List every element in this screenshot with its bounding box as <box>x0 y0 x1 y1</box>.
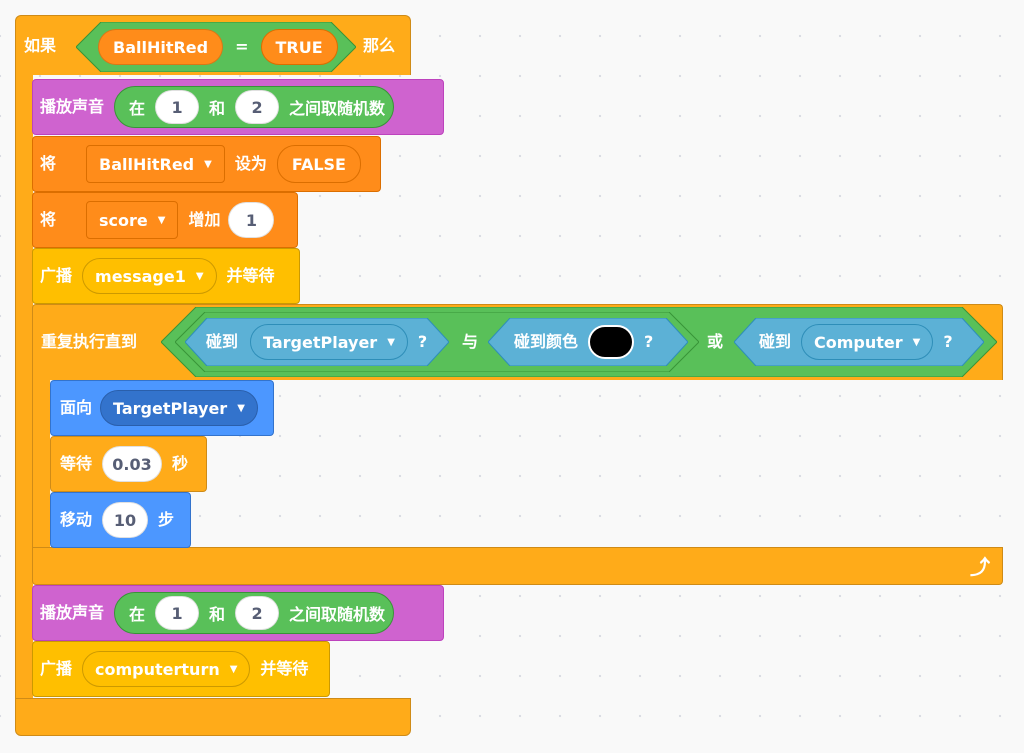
chevron-down-icon: ▼ <box>204 158 212 170</box>
touching-target-label-1: TargetPlayer <box>263 332 378 352</box>
if-block-arm <box>15 74 33 700</box>
set-to-label: 设为 <box>234 154 267 173</box>
chevron-down-icon: ▼ <box>229 663 238 675</box>
random-from-input-1[interactable]: 1 <box>155 90 200 124</box>
touching-target-dropdown-1[interactable]: TargetPlayer ▼ <box>250 324 408 360</box>
change-variable-label: 将 <box>40 210 57 229</box>
question-mark-2: ? <box>644 332 654 351</box>
repeat-until-bottom[interactable] <box>32 547 1003 585</box>
chevron-down-icon: ▼ <box>237 402 245 414</box>
move-row: 移动 10 步 <box>60 492 174 548</box>
broadcast-label-2: 广播 <box>40 659 73 678</box>
and-label-row: 与 <box>462 314 478 370</box>
set-value-input[interactable]: FALSE <box>276 145 361 183</box>
or-label-row: 或 <box>707 314 723 370</box>
random-and-label-1: 和 <box>209 99 226 118</box>
random-and-label-2: 和 <box>209 605 226 624</box>
message-dropdown-1[interactable]: message1 ▼ <box>82 258 217 294</box>
change-variable-row: 将 score ▼ 增加 1 <box>40 192 275 248</box>
change-value-input[interactable]: 1 <box>228 202 275 238</box>
question-mark-1: ? <box>417 332 428 351</box>
touching-label-2: 碰到 <box>759 332 792 351</box>
play-sound-label-2: 播放声音 <box>40 603 105 622</box>
chevron-down-icon: ▼ <box>912 336 921 348</box>
seconds-label: 秒 <box>172 454 189 473</box>
if-label: 如果 <box>24 36 57 55</box>
then-label: 那么 <box>363 36 396 55</box>
set-variable-label: 将 <box>40 154 57 173</box>
and-wait-label-1: 并等待 <box>226 266 275 285</box>
set-variable-row: 将 BallHitRed ▼ 设为 FALSE <box>40 136 361 192</box>
equals-operator-content: BallHitRed = TRUE <box>98 19 338 75</box>
repeat-until-arm <box>32 379 50 549</box>
or-label: 或 <box>707 332 724 351</box>
move-steps-input[interactable]: 10 <box>102 502 149 538</box>
wait-seconds-input[interactable]: 0.03 <box>102 446 163 482</box>
point-towards-row: 面向 TargetPlayer ▼ <box>60 380 258 436</box>
message-dropdown-2[interactable]: computerturn ▼ <box>82 651 251 687</box>
wait-row: 等待 0.03 秒 <box>60 436 188 492</box>
message-dropdown-label-2: computerturn <box>95 659 220 679</box>
then-row: 那么 <box>363 18 395 74</box>
random-between-label-1: 之间取随机数 <box>289 99 386 118</box>
play-sound-row-1: 播放声音 在 1 和 2 之间取随机数 <box>40 79 395 135</box>
random-in-label-1: 在 <box>129 99 146 118</box>
variable-dropdown-score-label: score <box>99 210 148 230</box>
broadcast-row-1: 广播 message1 ▼ 并等待 <box>40 248 275 304</box>
touching-sprite-content-1: 碰到 TargetPlayer ▼ ? <box>206 314 427 370</box>
broadcast-label-1: 广播 <box>40 266 73 285</box>
repeat-until-label: 重复执行直到 <box>41 332 138 351</box>
equals-sign: = <box>235 37 249 56</box>
touching-label-1: 碰到 <box>206 332 239 351</box>
random-between-label-2: 之间取随机数 <box>289 605 386 624</box>
if-block-bottom[interactable] <box>15 698 411 736</box>
repeat-until-row: 重复执行直到 <box>41 314 137 370</box>
random-in-label-2: 在 <box>129 605 146 624</box>
and-label: 与 <box>462 332 479 351</box>
touching-color-content: 碰到颜色 ? <box>514 314 653 370</box>
random-to-input-2[interactable]: 2 <box>235 596 280 630</box>
steps-label: 步 <box>158 510 175 529</box>
color-swatch[interactable] <box>588 325 635 359</box>
repeat-loop-icon: ⤴ <box>970 555 990 579</box>
broadcast-row-2: 广播 computerturn ▼ 并等待 <box>40 641 308 697</box>
variable-dropdown-ballhitred[interactable]: BallHitRed ▼ <box>86 145 225 183</box>
chevron-down-icon: ▼ <box>387 336 395 348</box>
touching-sprite-content-2: 碰到 Computer ▼ ? <box>759 314 953 370</box>
variable-dropdown-score[interactable]: score ▼ <box>86 201 179 239</box>
random-from-input-2[interactable]: 1 <box>155 596 200 630</box>
play-sound-row-2: 播放声音 在 1 和 2 之间取随机数 <box>40 585 395 641</box>
if-row: 如果 <box>24 18 56 74</box>
random-operator-1[interactable]: 在 1 和 2 之间取随机数 <box>114 86 395 128</box>
value-true-input[interactable]: TRUE <box>260 29 338 65</box>
random-to-input-1[interactable]: 2 <box>235 90 280 124</box>
touching-target-label-2: Computer <box>814 332 903 352</box>
play-sound-label-1: 播放声音 <box>40 97 105 116</box>
wait-label: 等待 <box>60 454 93 473</box>
point-towards-label: 面向 <box>60 398 93 417</box>
chevron-down-icon: ▼ <box>157 214 166 226</box>
move-label: 移动 <box>60 510 93 529</box>
and-wait-label-2: 并等待 <box>260 659 309 678</box>
message-dropdown-label-1: message1 <box>95 266 186 286</box>
touching-color-label: 碰到颜色 <box>514 332 579 351</box>
random-operator-2[interactable]: 在 1 和 2 之间取随机数 <box>114 592 395 634</box>
touching-color-block[interactable] <box>488 318 688 366</box>
chevron-down-icon: ▼ <box>195 270 204 282</box>
touching-target-dropdown-2[interactable]: Computer ▼ <box>801 324 934 360</box>
variable-dropdown-label: BallHitRed <box>99 154 195 174</box>
point-towards-target-label: TargetPlayer <box>113 398 228 418</box>
change-by-label: 增加 <box>188 210 221 229</box>
question-mark-3: ? <box>943 332 953 351</box>
point-towards-dropdown[interactable]: TargetPlayer ▼ <box>100 390 258 426</box>
var-reporter-ballhitred[interactable]: BallHitRed <box>98 29 224 65</box>
